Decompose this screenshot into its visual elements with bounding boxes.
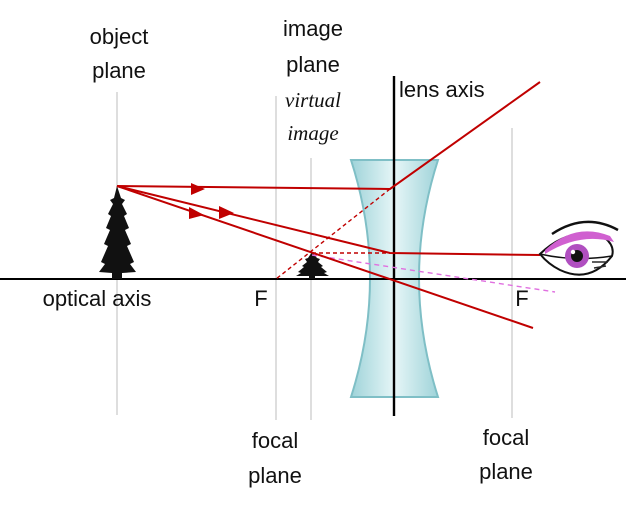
image-plane-label-line1: image <box>283 16 343 41</box>
image-plane-label-line2: plane <box>286 52 340 77</box>
ray-to-focus <box>116 185 541 256</box>
eye-guide-line <box>311 254 556 293</box>
lens-axis-label: lens axis <box>399 77 485 102</box>
focal-point-right-label: F <box>515 286 528 311</box>
virtual-image-label-line2: image <box>287 121 338 145</box>
eye-icon <box>538 220 619 276</box>
ray-arrowheads <box>189 183 234 219</box>
virtual-image-label-line1: virtual <box>285 88 341 112</box>
small-tree-icon <box>296 252 329 279</box>
ray-extension-1 <box>275 188 391 280</box>
rays <box>116 81 541 329</box>
focal-plane-right-label-line1: focal <box>483 425 529 450</box>
focal-plane-right-label-line2: plane <box>479 459 533 484</box>
ray-through-center <box>116 185 534 329</box>
ray-parallel <box>116 81 541 191</box>
focal-point-left-label: F <box>254 286 267 311</box>
object-plane-label-line1: object <box>90 24 149 49</box>
focal-plane-left-label-line2: plane <box>248 463 302 488</box>
tree-icon <box>99 186 136 279</box>
optical-axis-label: optical axis <box>43 286 152 311</box>
focal-plane-left-label-line1: focal <box>252 428 298 453</box>
object-plane-label-line2: plane <box>92 58 146 83</box>
